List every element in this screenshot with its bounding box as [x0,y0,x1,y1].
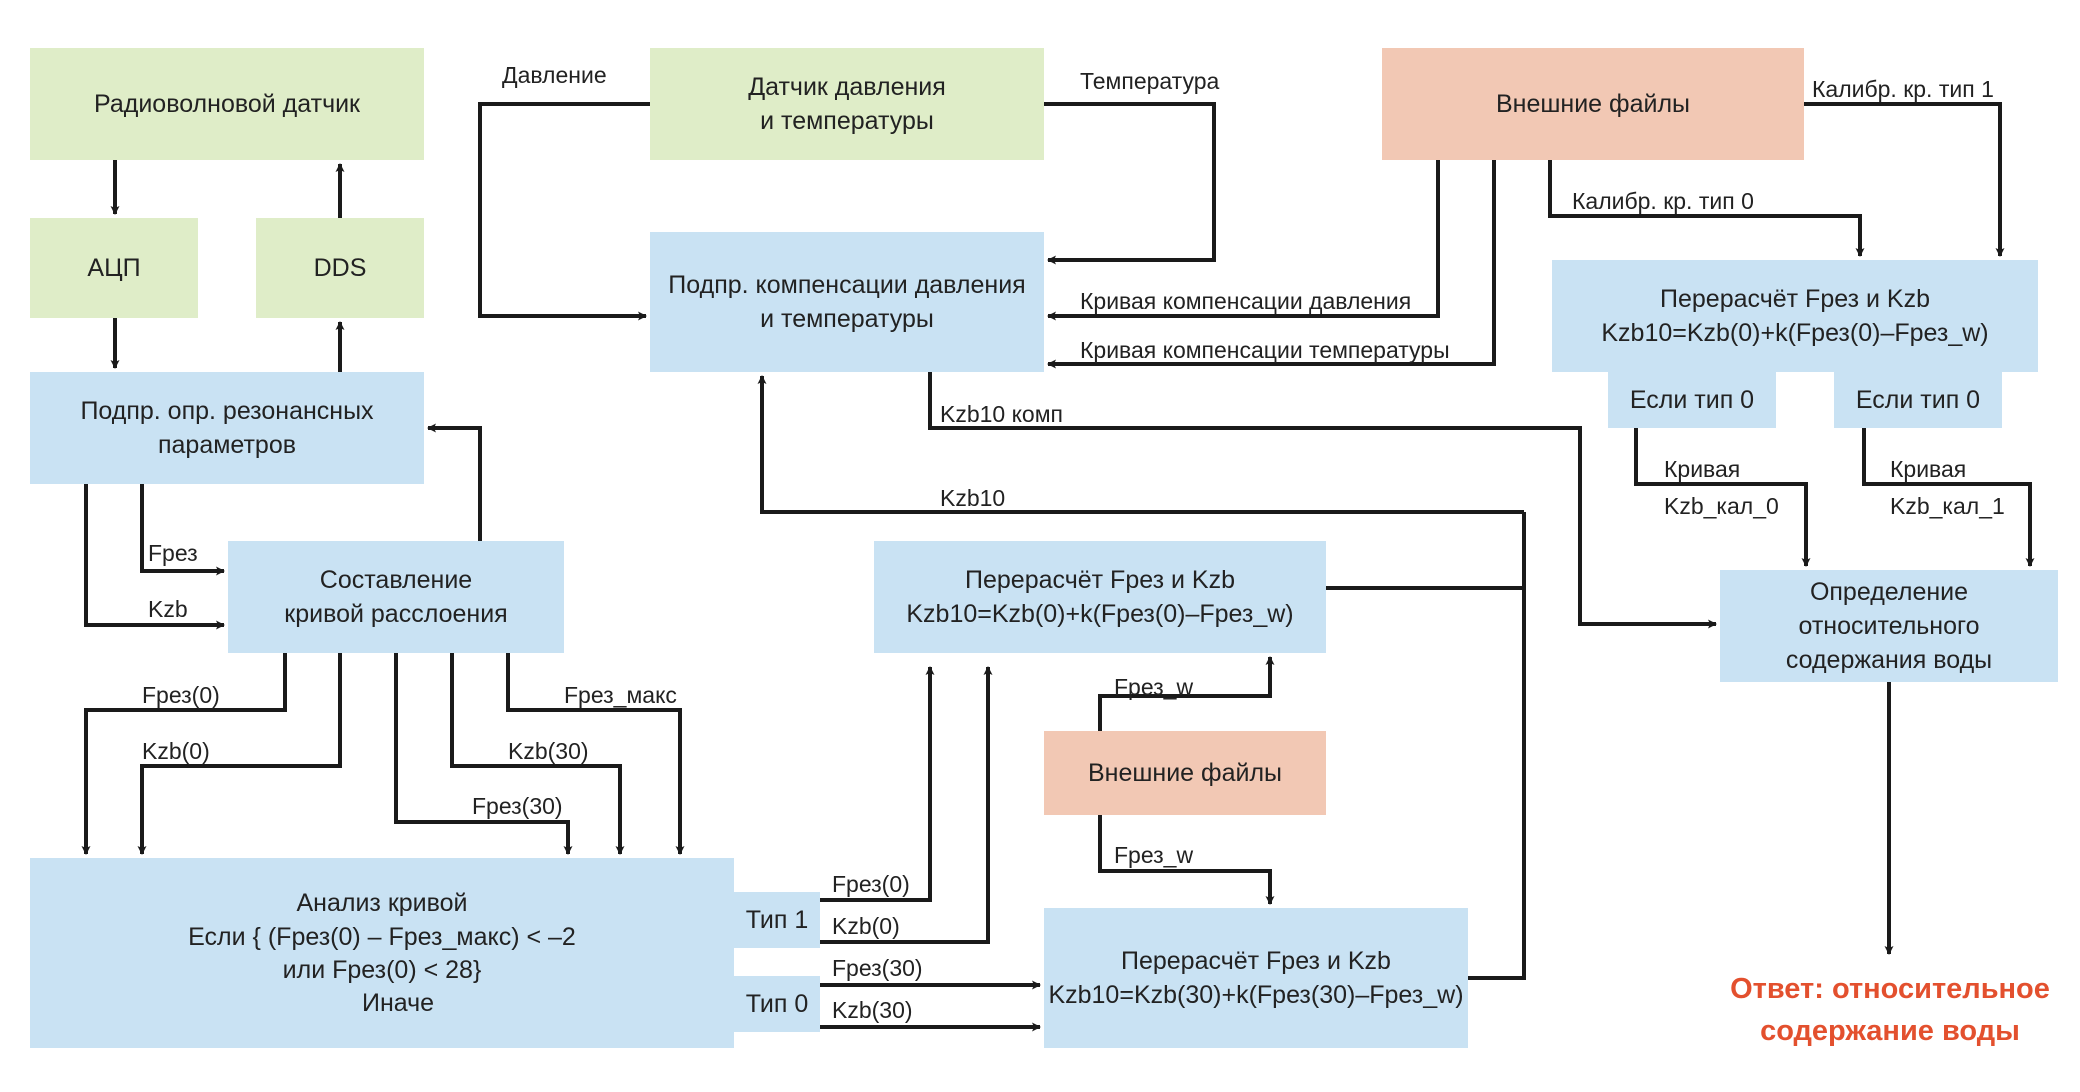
analysis-else: Иначе [362,989,435,1017]
external-files-top-label: Внешние файлы [1495,90,1691,118]
recalc-top-label: Перерасчёт Fрез и Kzb Kzb10=Kzb(0)+k(Fре… [1601,285,1989,347]
files-fresw-down-connector [1098,815,1275,905]
recalc-bottom-link-connector [1468,512,1526,980]
analysis-title: Анализ кривой [296,889,468,917]
if-type0-left-label: Если тип 0 [1629,386,1755,414]
curve-analysis-box [30,858,734,1048]
if-type0-right-label: Если тип 0 [1855,386,1981,414]
external-files-mid-label: Внешние файлы [1087,759,1283,787]
label-calib-type0: Калибр. кр. тип 0 [1572,188,1754,214]
compensation-label: Подпр. компенсации давления и температур… [668,271,1026,333]
build-fres-max-connector [506,653,685,855]
water-content-box: Определение относительного содержания во… [1720,570,2058,682]
pressure-in-connector [478,102,650,321]
pressure-temp-sensor-label: Датчик давления и температуры [748,73,946,135]
label-pressure: Давление [502,62,607,88]
label-kzb30-a: Kzb(30) [508,738,589,764]
calib0-connector [1548,160,1865,257]
compensation-box: Подпр. компенсации давления и температур… [650,232,1044,372]
temperature-curve-in-connector [1047,160,1496,369]
label-curve-a: Кривая [1664,456,1741,482]
label-kzb30-b: Kzb(30) [832,997,913,1023]
external-files-mid-box: Внешние файлы [1044,731,1326,815]
label-kzb-cal1: Kzb_кал_1 [1890,493,2005,519]
build-to-resonance-connector [427,423,482,541]
label-calib-type1: Калибр. кр. тип 1 [1812,76,1994,102]
water-content-label: Определение относительного содержания во… [1785,578,1993,674]
resonance-kzb-connector [84,484,225,630]
label-fres0-a: Fрез(0) [142,682,220,708]
label-fres0-b: Fрез(0) [832,871,910,897]
radiowave-sensor-label: Радиоволновой датчик [94,90,360,118]
type0-box: Тип 0 [734,976,820,1032]
cal0-curve-connector [1634,428,1811,567]
recalc-mid-box: Перерасчёт Fрез и Kzb Kzb10=Kzb(0)+k(Fре… [874,541,1326,653]
label-fres-max: Fрез_макс [564,682,677,708]
type1-label: Тип 1 [745,906,809,934]
calib1-connector [1804,102,2005,257]
build-fres0-connector [81,653,287,855]
resonance-fres-connector [140,484,225,576]
recalc-bottom-box: Перерасчёт Fрез и Kzb Kzb10=Kzb(30)+k(Fр… [1044,908,1468,1048]
build-fres30-connector [394,653,573,855]
label-fres-w-down: Fрез_w [1114,842,1194,868]
label-kzb-cal0: Kzb_кал_0 [1664,493,1779,519]
adc-label: АЦП [87,254,141,282]
if-type0-left-box: Если тип 0 [1608,372,1776,428]
cal1-curve-connector [1862,428,2035,567]
label-fres30-b: Fрез(30) [832,955,923,981]
adc-box: АЦП [30,218,198,318]
label-pressure-curve: Кривая компенсации давления [1080,288,1412,314]
pressure-temp-sensor-box: Датчик давления и температуры [650,48,1044,160]
label-kzb0-a: Kzb(0) [142,738,210,764]
kzb10-comp-out-connector [928,372,1717,629]
label-temperature: Температура [1080,68,1220,94]
build-curve-label: Составление кривой расслоения [284,566,508,628]
if-type0-right-box: Если тип 0 [1834,372,2002,428]
type1-fres0-connector [820,666,935,902]
analysis-condition-1: Если { (Fрез(0) – Fрез_макс) < –2 [188,923,576,951]
label-fres-w-up: Fрез_w [1114,674,1194,700]
label-kzb10-comp: Kzb10 комп [940,401,1063,427]
analysis-condition-2: или Fрез(0) < 28} [282,956,482,984]
recalc-bottom-label: Перерасчёт Fрез и Kzb Kzb10=Kzb(30)+k(Fр… [1048,947,1464,1009]
label-kzb: Kzb [148,596,188,622]
type0-label: Тип 0 [745,990,809,1018]
external-files-top-box: Внешние файлы [1382,48,1804,160]
dds-box: DDS [256,218,424,318]
resonance-params-label: Подпр. опр. резонансных параметров [80,397,374,459]
pressure-curve-in-connector [1047,160,1440,321]
temperature-in-connector [1044,102,1216,265]
label-fres30-a: Fрез(30) [472,793,563,819]
answer-text: Ответ: относительное содержание воды [1730,973,2050,1047]
label-curve-b: Кривая [1890,456,1967,482]
radiowave-sensor-box: Радиоволновой датчик [30,48,424,160]
kzb10-to-compensation-connector [757,375,1524,514]
recalc-mid-label: Перерасчёт Fрез и Kzb Kzb10=Kzb(0)+k(Fре… [906,566,1294,628]
build-kzb30-connector [450,653,625,855]
label-temperature-curve: Кривая компенсации температуры [1080,337,1450,363]
label-kzb10: Kzb10 [940,485,1006,511]
build-kzb0-connector [137,653,342,855]
dds-label: DDS [313,254,367,282]
label-kzb0-b: Kzb(0) [832,913,900,939]
files-fresw-up-connector [1098,656,1275,731]
type1-box: Тип 1 [734,892,820,948]
recalc-top-box: Перерасчёт Fрез и Kzb Kzb10=Kzb(0)+k(Fре… [1552,260,2038,372]
resonance-params-box: Подпр. опр. резонансных параметров [30,372,424,484]
label-fres: Fрез [148,540,198,566]
build-curve-box: Составление кривой расслоения [228,541,564,653]
type1-kzb0-connector [820,666,993,944]
